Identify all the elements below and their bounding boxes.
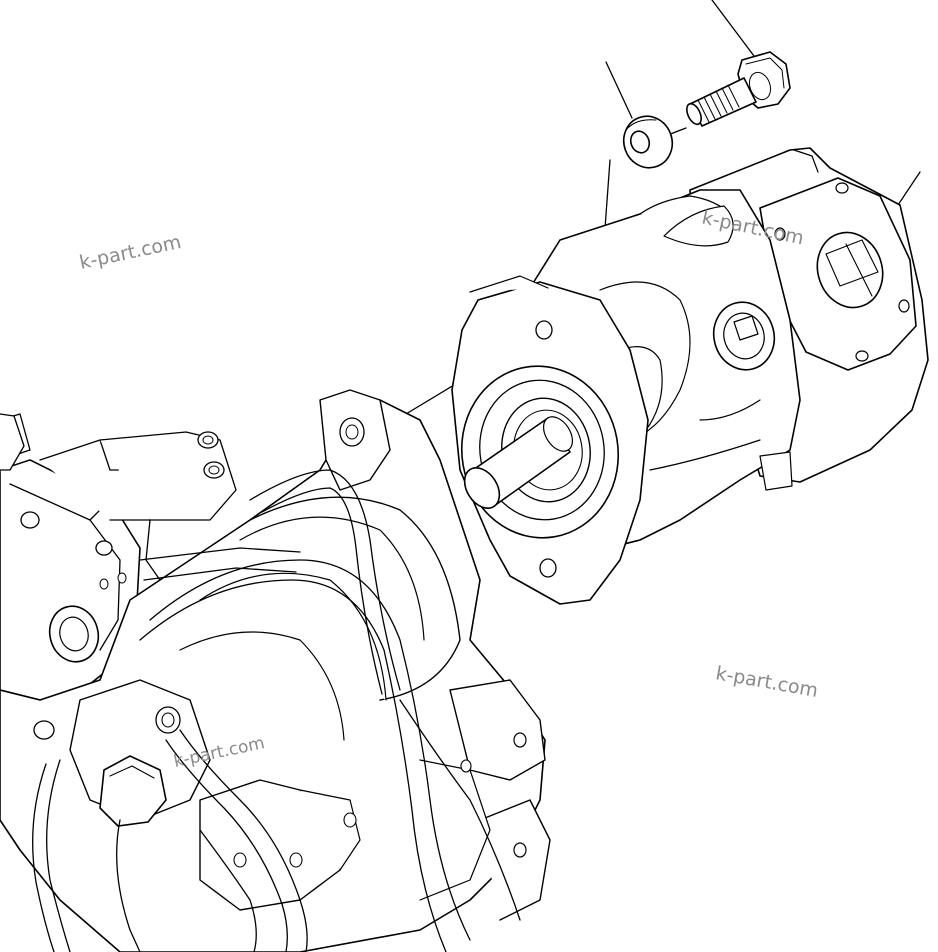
flange-bolt-hole-bottom [540, 559, 556, 577]
hydraulic-pump [448, 148, 928, 604]
flange-bolt-hole-top [536, 321, 552, 339]
washer-hole [628, 129, 652, 156]
washer-leader [606, 62, 632, 118]
engine-assembly [0, 390, 550, 952]
hydraulic-tubes [33, 470, 520, 952]
shaft-end [457, 461, 506, 514]
bolt-part [684, 52, 790, 127]
washer-part [617, 109, 680, 174]
bolt-leader [712, 0, 754, 56]
